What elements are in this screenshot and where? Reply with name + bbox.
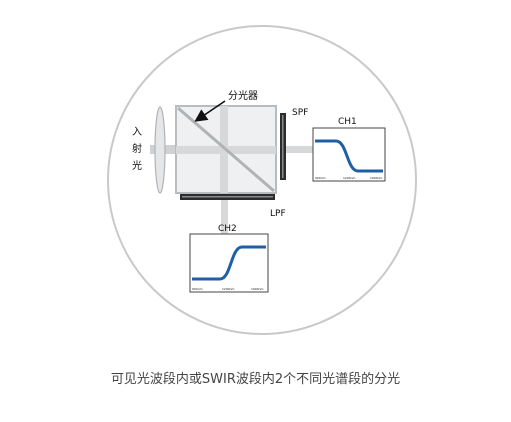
ch2-tick-3: 1900nm [251, 287, 264, 291]
lpf-filter-highlight [182, 196, 273, 198]
beam-to-ch2 [221, 200, 228, 234]
lens [154, 106, 166, 194]
spf-filter-highlight [282, 115, 284, 178]
ch1-curve [315, 139, 383, 173]
ch1-tick-3: 1900nm [370, 176, 383, 180]
ch1-title: CH1 [338, 117, 357, 127]
ch2-tick-2: 1290nm [222, 287, 235, 291]
ch2-tick-1: 900nm [192, 287, 203, 291]
input-label-char-2: 射 [132, 143, 142, 155]
ch1-tick-1: 900nm [315, 176, 326, 180]
splitter-label: 分光器 [228, 89, 258, 102]
ch1-graph-frame [312, 127, 386, 182]
figure-caption: 可见光波段内或SWIR波段内2个不同光谱段的分光 [110, 372, 401, 387]
spf-label: SPF [292, 108, 308, 118]
ch2-title: CH2 [218, 224, 237, 234]
splitter-arrow [194, 100, 226, 122]
input-label-char-3: 光 [132, 159, 142, 172]
input-label-char-1: 入 [132, 127, 142, 138]
ch2-graph-frame [189, 233, 269, 293]
splitter-diagonal [177, 106, 275, 193]
ch1-tick-2: 1290nm [343, 176, 356, 180]
beam-to-ch1 [286, 146, 314, 153]
lpf-label: LPF [270, 209, 286, 219]
ch2-curve [192, 245, 266, 281]
